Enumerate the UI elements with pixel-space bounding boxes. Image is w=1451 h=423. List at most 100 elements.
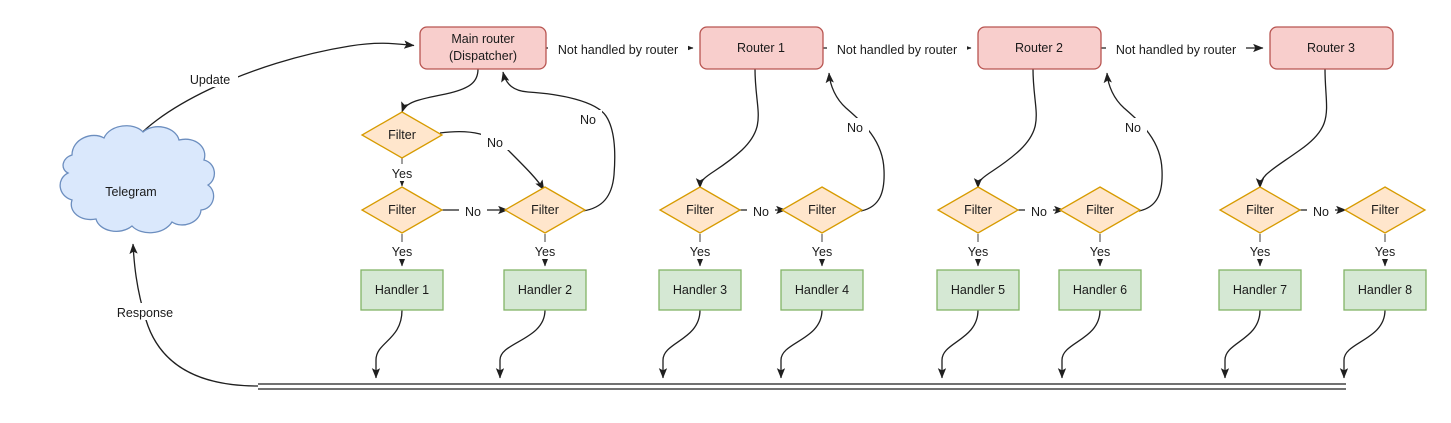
svg-text:Yes: Yes [968,245,988,259]
edge-mainrouter-to-filter1 [401,68,479,113]
label-update: Update [182,70,238,87]
filter-label: Filter [388,203,416,217]
edge-handler7-bus [1220,309,1261,379]
svg-text:Yes: Yes [812,245,832,259]
node-handler-2[interactable]: Handler 2 [503,269,587,311]
filter-label: Filter [686,203,714,217]
node-filter-2[interactable]: Filter [503,186,587,234]
label-no-main-return: No [574,110,602,127]
handler-label: Handler 8 [1358,283,1412,297]
edge-update [125,40,415,153]
node-filter-4[interactable]: Filter [780,186,864,234]
label-not-handled-1: Not handled by router [548,40,688,57]
node-handler-8[interactable]: Handler 8 [1343,269,1427,311]
svg-text:No: No [1125,121,1141,135]
svg-text:No: No [465,205,481,219]
filter-label: Filter [1246,203,1274,217]
node-handler-7[interactable]: Handler 7 [1218,269,1302,311]
node-filter-7[interactable]: Filter [1218,186,1302,234]
router-1-label: Router 1 [737,41,785,55]
node-filter-5[interactable]: Filter [936,186,1020,234]
edge-response-telegram [129,243,259,387]
edge-filter2-no-mainrouter [501,71,616,212]
main-router-label-line2: (Dispatcher) [449,49,517,63]
label-no-filtertop: No [481,133,509,150]
filter-label: Filter [1371,203,1399,217]
label-no-1: No [459,202,487,219]
filter-label: Filter [964,203,992,217]
edge-router3-filter7 [1255,68,1328,189]
node-main-router[interactable]: Main router (Dispatcher) [419,26,547,70]
edge-filter1-no-filter2 [439,130,545,191]
svg-text:Not handled by router: Not handled by router [837,43,957,57]
node-handler-4[interactable]: Handler 4 [780,269,864,311]
node-filter-3[interactable]: Filter [658,186,742,234]
node-filter-main-top[interactable]: Filter [360,111,444,159]
edge-handler3-bus [658,309,701,379]
filter-label: Filter [531,203,559,217]
edge-handler8-bus [1339,309,1386,379]
edge-filter6-no-router2 [1103,72,1163,212]
svg-text:Yes: Yes [690,245,710,259]
svg-text:Not handled by router: Not handled by router [1116,43,1236,57]
svg-text:No: No [580,113,596,127]
router-2-label: Router 2 [1015,41,1063,55]
svg-text:Update: Update [190,73,230,87]
node-telegram[interactable]: Telegram [59,125,215,234]
handler-label: Handler 7 [1233,283,1287,297]
edge-router2-filter5 [973,68,1037,189]
label-no-router2-return: No [1119,118,1147,135]
response-bus [258,383,1346,390]
label-yes-1: Yes [385,242,419,259]
label-yes-4: Yes [805,242,839,259]
handler-label: Handler 1 [375,283,429,297]
label-no-5: No [1025,202,1053,219]
svg-text:Yes: Yes [1375,245,1395,259]
svg-text:No: No [487,136,503,150]
svg-text:Not handled by router: Not handled by router [558,43,678,57]
node-router-3[interactable]: Router 3 [1269,26,1394,70]
label-yes-3: Yes [683,242,717,259]
label-yes-5: Yes [961,242,995,259]
label-yes-filtertop: Yes [385,164,419,181]
handler-label: Handler 2 [518,283,572,297]
label-yes-2: Yes [528,242,562,259]
edge-router1-filter3 [695,68,759,189]
svg-text:Yes: Yes [1250,245,1270,259]
node-handler-5[interactable]: Handler 5 [936,269,1020,311]
svg-text:No: No [1313,205,1329,219]
svg-text:Yes: Yes [392,245,412,259]
svg-text:No: No [847,121,863,135]
label-yes-7: Yes [1243,242,1277,259]
handler-label: Handler 5 [951,283,1005,297]
main-router-label-line1: Main router [451,32,514,46]
svg-text:Yes: Yes [535,245,555,259]
label-yes-6: Yes [1083,242,1117,259]
handler-label: Handler 4 [795,283,849,297]
node-router-2[interactable]: Router 2 [977,26,1102,70]
node-filter-8[interactable]: Filter [1343,186,1427,234]
label-no-3: No [747,202,775,219]
telegram-label: Telegram [105,185,156,199]
svg-text:No: No [753,205,769,219]
edge-handler2-bus [495,309,546,379]
node-handler-6[interactable]: Handler 6 [1058,269,1142,311]
node-filter-1[interactable]: Filter [360,186,444,234]
filter-label: Filter [388,128,416,142]
filter-label: Filter [808,203,836,217]
edge-handler6-bus [1057,309,1101,379]
node-filter-6[interactable]: Filter [1058,186,1142,234]
node-handler-1[interactable]: Handler 1 [360,269,444,311]
edge-handler5-bus [937,309,979,379]
label-not-handled-3: Not handled by router [1106,40,1246,57]
edge-handler1-bus [371,309,403,379]
handler-label: Handler 3 [673,283,727,297]
handler-label: Handler 6 [1073,283,1127,297]
label-no-router1-return: No [841,118,869,135]
node-handler-3[interactable]: Handler 3 [658,269,742,311]
node-router-1[interactable]: Router 1 [699,26,824,70]
label-yes-8: Yes [1368,242,1402,259]
svg-text:Response: Response [117,306,173,320]
